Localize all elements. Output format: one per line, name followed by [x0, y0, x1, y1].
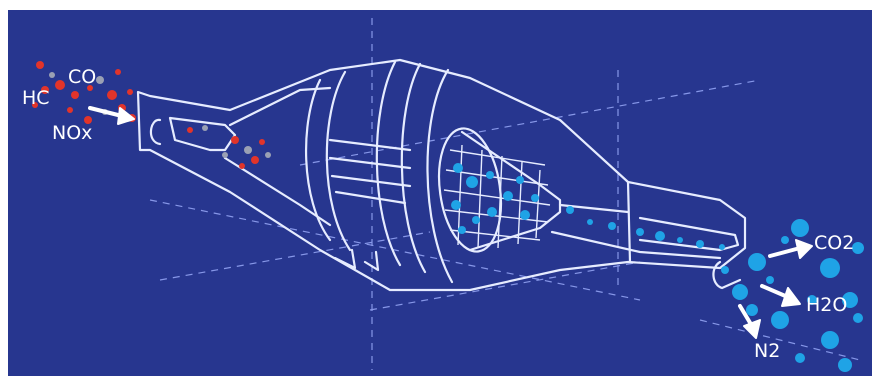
construction-lines: [149, 18, 861, 370]
catalytic-converter-diagram: [8, 10, 872, 376]
label-h2o: H2O: [806, 294, 848, 316]
label-n2: N2: [754, 340, 781, 362]
catalyst-honeycomb: [443, 144, 551, 249]
label-co: CO: [68, 66, 97, 88]
converter-body: [136, 58, 747, 292]
clean-gas-particles: [451, 163, 864, 372]
flow-arrows: [88, 106, 813, 339]
pollutant-particles: [32, 61, 271, 169]
converter-illustration: [32, 18, 864, 372]
co2-arrow: [768, 239, 813, 259]
h2o-arrow: [760, 284, 801, 307]
label-hc: HC: [22, 87, 50, 109]
inlet-arrow: [88, 106, 135, 125]
label-nox: NOx: [52, 122, 93, 144]
n2-arrow: [738, 304, 761, 339]
label-co2: CO2: [814, 232, 855, 254]
